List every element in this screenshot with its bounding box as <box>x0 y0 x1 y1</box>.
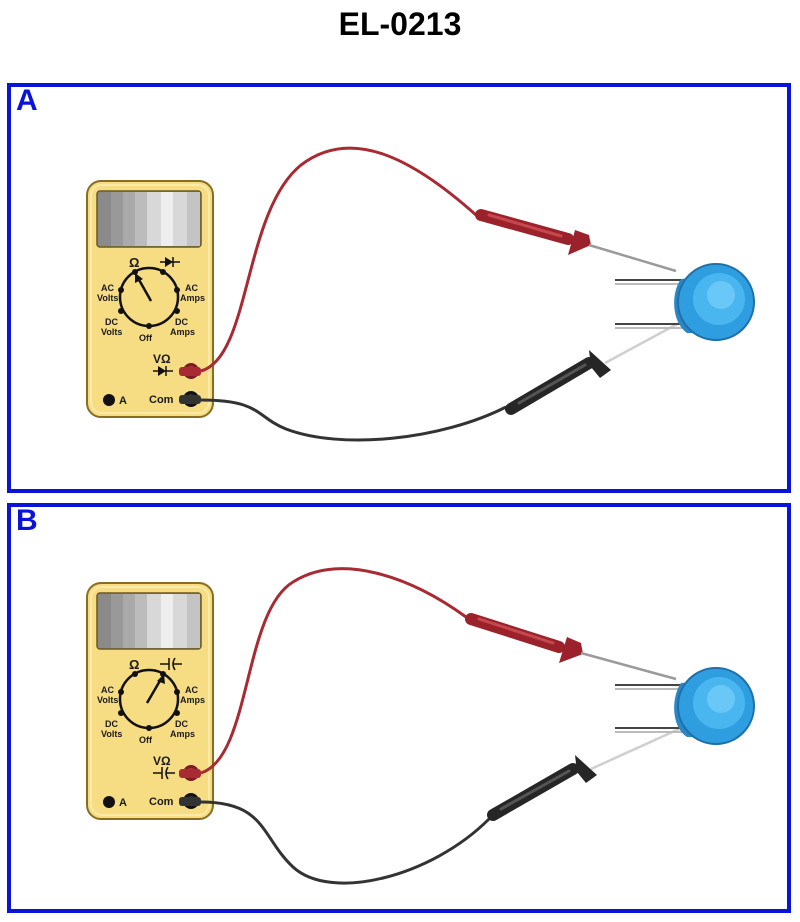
capacitor-icon <box>160 657 182 671</box>
panel-a: A <box>7 83 791 493</box>
vohm-label: VΩ <box>153 352 171 366</box>
red-lead[interactable] <box>179 146 677 376</box>
panel-b: B <box>7 503 791 913</box>
selector-dial[interactable] <box>118 266 180 329</box>
capacitor-icon <box>153 766 175 780</box>
ceramic-capacitor <box>615 263 755 341</box>
a-label: A <box>119 797 127 809</box>
panel-label: A <box>16 84 38 117</box>
a-label: A <box>119 395 127 407</box>
off-label: Off <box>139 735 153 745</box>
black-lead[interactable] <box>179 727 680 885</box>
diode-icon <box>160 257 180 267</box>
off-label: Off <box>139 333 153 343</box>
diode-icon <box>153 366 173 376</box>
selector-dial[interactable] <box>118 668 180 731</box>
meter-display <box>96 190 202 248</box>
dial-pointer <box>145 678 163 704</box>
a-jack[interactable] <box>103 796 115 808</box>
red-lead[interactable] <box>179 567 677 778</box>
black-lead[interactable] <box>179 321 680 442</box>
dial-pointer <box>136 277 153 302</box>
com-label: Com <box>149 796 174 808</box>
a-jack[interactable] <box>103 394 115 406</box>
ohm-label: Ω <box>129 657 139 672</box>
panel-label: B <box>16 504 38 537</box>
vohm-label: VΩ <box>153 754 171 768</box>
ceramic-capacitor <box>615 667 755 745</box>
ohm-label: Ω <box>129 255 139 270</box>
meter-display <box>96 592 202 650</box>
page-title: EL-0213 <box>338 6 462 42</box>
com-label: Com <box>149 394 174 406</box>
